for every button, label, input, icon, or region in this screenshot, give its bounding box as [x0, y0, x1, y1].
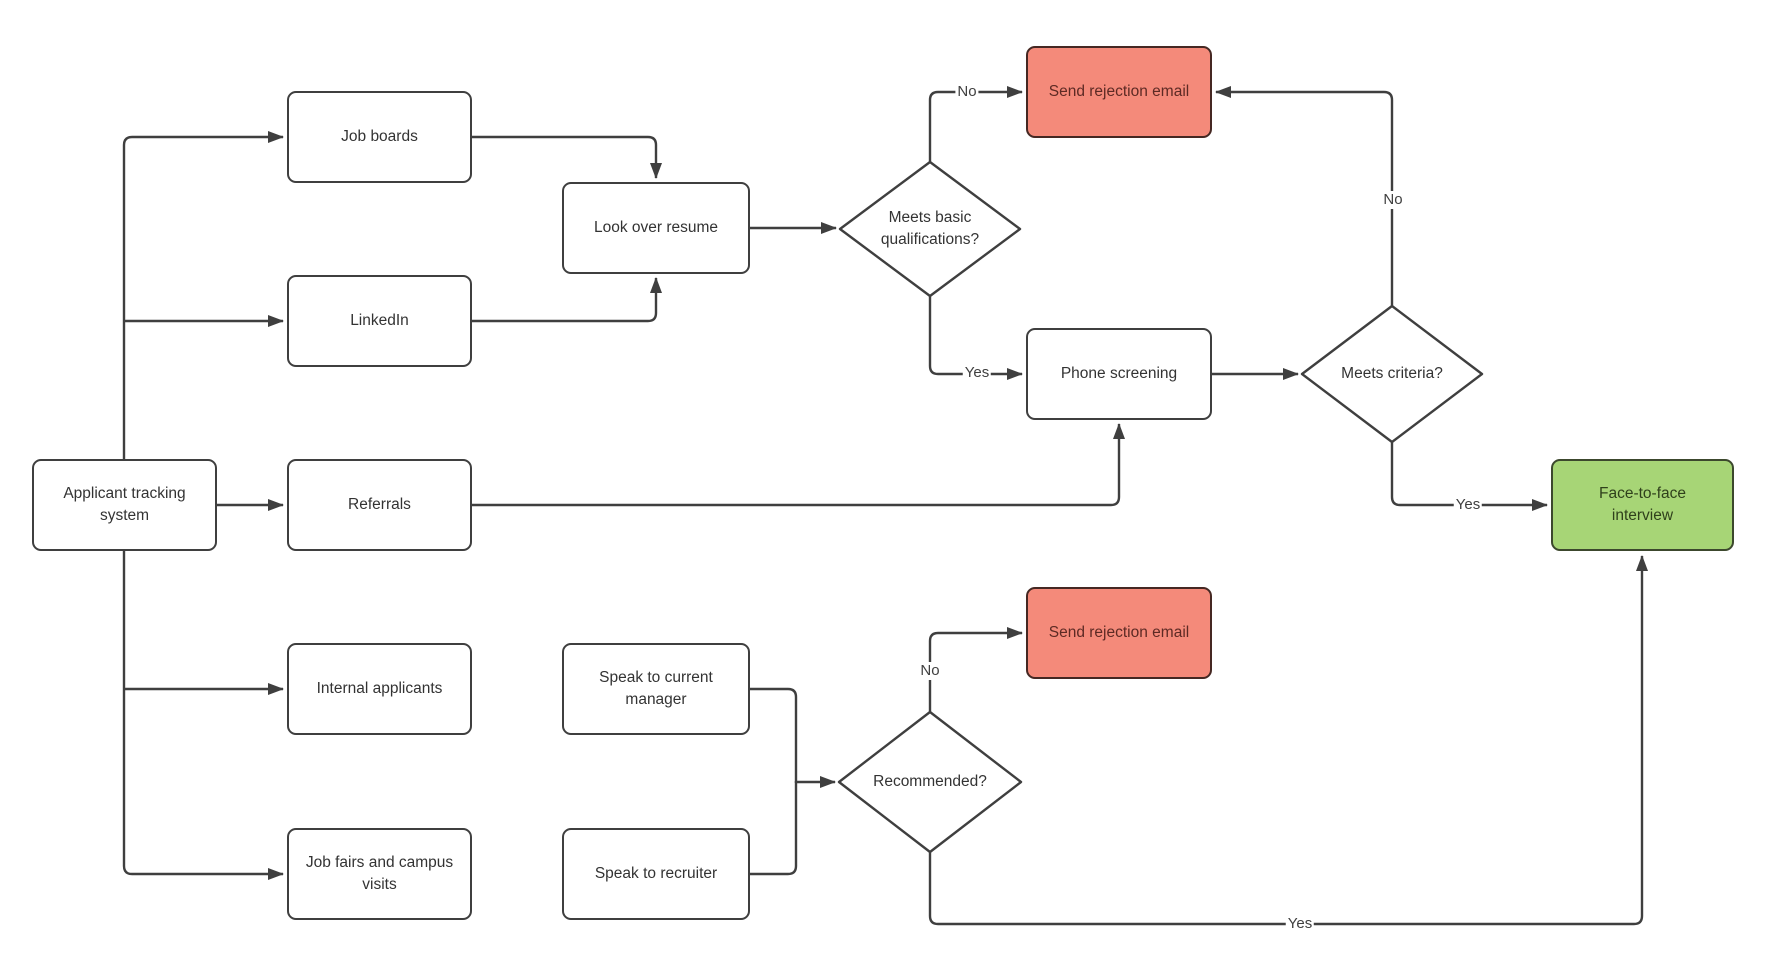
- node-send-rejection-email-top: Send rejection email: [1026, 46, 1212, 138]
- edge-job-boards-to-look-over-resume: [472, 135, 662, 179]
- edge-label-meets-basic-no: No: [955, 83, 979, 101]
- node-send-rejection-email-bottom: Send rejection email: [1026, 587, 1212, 679]
- edge-meets-criteria-yes-to-interview: [1390, 442, 1548, 511]
- node-phone-screening: Phone screening: [1026, 328, 1212, 420]
- edge-label-recommended-no: No: [918, 662, 942, 680]
- edge-meets-criteria-no-to-rejection: [1215, 86, 1394, 306]
- node-job-boards: Job boards: [287, 91, 472, 183]
- node-face-to-face-interview: Face-to-face interview: [1551, 459, 1734, 551]
- node-label: Speak to current manager: [599, 668, 713, 708]
- node-look-over-resume: Look over resume: [562, 182, 750, 274]
- edge-label-meets-criteria-yes: Yes: [1453, 496, 1483, 514]
- edge-linkedin-to-look-over-resume: [472, 277, 662, 323]
- node-applicant-tracking-system: Applicant tracking system: [32, 459, 217, 551]
- edge-ats-to-job-boards: [122, 131, 284, 459]
- node-label: Referrals: [348, 495, 411, 513]
- node-label: Speak to recruiter: [594, 864, 718, 882]
- edge-label-meets-criteria-no: No: [1381, 191, 1405, 209]
- decision-meets-criteria: [1300, 304, 1484, 444]
- edge-label-recommended-yes: Yes: [1285, 915, 1315, 933]
- edge-referrals-to-phone-screening: [472, 423, 1125, 507]
- edge-label-meets-basic-yes: Yes: [962, 364, 992, 382]
- node-label: Applicant tracking system: [63, 484, 186, 524]
- decision-meets-basic-qualifications: [838, 160, 1022, 298]
- node-label: Face-to-face interview: [1598, 484, 1686, 524]
- node-speak-to-recruiter: Speak to recruiter: [562, 828, 750, 920]
- node-label: Job fairs and campus visits: [305, 853, 454, 893]
- edge-meets-basic-no-to-rejection: [928, 86, 1023, 162]
- edge-recommended-no-to-rejection: [928, 627, 1023, 712]
- node-job-fairs-campus-visits: Job fairs and campus visits: [287, 828, 472, 920]
- node-speak-to-current-manager: Speak to current manager: [562, 643, 750, 735]
- node-label: Send rejection email: [1048, 623, 1190, 641]
- node-label: Look over resume: [593, 218, 719, 236]
- node-label: LinkedIn: [350, 311, 409, 329]
- edge-meets-basic-yes-to-phone-screening: [928, 296, 1023, 380]
- node-referrals: Referrals: [287, 459, 472, 551]
- node-label: Phone screening: [1060, 364, 1178, 382]
- node-internal-applicants: Internal applicants: [287, 643, 472, 735]
- node-linkedin: LinkedIn: [287, 275, 472, 367]
- edge-speak-recruiter-join: [750, 781, 798, 876]
- node-label: Send rejection email: [1048, 82, 1190, 100]
- decision-recommended: [837, 710, 1023, 854]
- edge-speak-manager-join: [750, 687, 798, 783]
- edge-ats-to-job-fairs: [122, 551, 284, 880]
- node-label: Job boards: [341, 127, 418, 145]
- node-label: Internal applicants: [316, 679, 443, 697]
